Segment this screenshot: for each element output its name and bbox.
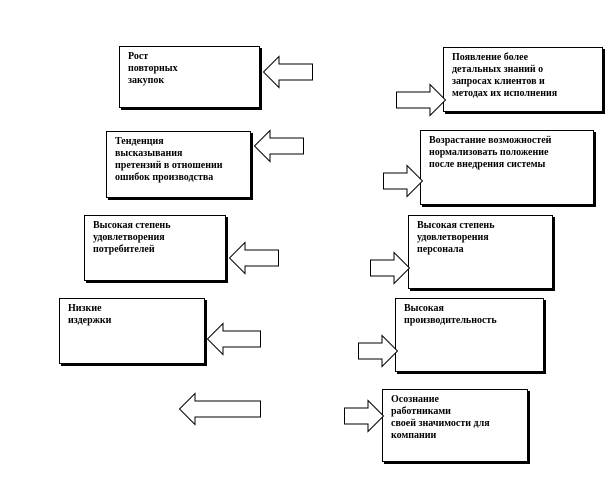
box-high-productivity: Высокая производительность bbox=[395, 298, 544, 372]
box-text: Рост повторных закупок bbox=[128, 51, 178, 86]
arrow-left-4-icon bbox=[206, 322, 261, 356]
box-repeat-purchases: Рост повторных закупок bbox=[119, 46, 260, 108]
arrow-right-2-icon bbox=[383, 164, 424, 198]
box-text: Появление более детальных знаний о запро… bbox=[452, 52, 558, 99]
box-text: Высокая степень удовлетворения потребите… bbox=[93, 220, 171, 255]
arrow-right-4-icon bbox=[358, 334, 399, 368]
arrow-right-5-icon bbox=[344, 399, 385, 433]
arrow-left-5-icon bbox=[178, 392, 261, 426]
box-text: Осознание работниками своей значимости д… bbox=[391, 394, 490, 441]
arrow-left-3-icon bbox=[228, 241, 279, 275]
box-employee-awareness: Осознание работниками своей значимости д… bbox=[382, 389, 528, 462]
arrow-left-2-icon bbox=[253, 129, 304, 163]
box-claims-trend: Тенденция высказывания претензий в отнош… bbox=[106, 131, 251, 198]
arrow-right-1-icon bbox=[396, 83, 447, 117]
box-text: Возрастание возможностей нормализовать п… bbox=[429, 135, 552, 170]
box-detailed-knowledge: Появление более детальных знаний о запро… bbox=[443, 47, 603, 112]
box-text: Низкие издержки bbox=[68, 303, 112, 326]
box-text: Высокая производительность bbox=[404, 303, 497, 326]
box-low-costs: Низкие издержки bbox=[59, 298, 205, 364]
box-text: Высокая степень удовлетворения персонала bbox=[417, 220, 495, 255]
box-staff-satisfaction: Высокая степень удовлетворения персонала bbox=[408, 215, 553, 289]
box-consumer-satisfaction: Высокая степень удовлетворения потребите… bbox=[84, 215, 226, 281]
box-text: Тенденция высказывания претензий в отнош… bbox=[115, 136, 223, 183]
arrow-right-3-icon bbox=[370, 251, 411, 285]
arrow-left-1-icon bbox=[262, 55, 313, 89]
box-growing-opportunities: Возрастание возможностей нормализовать п… bbox=[420, 130, 594, 205]
